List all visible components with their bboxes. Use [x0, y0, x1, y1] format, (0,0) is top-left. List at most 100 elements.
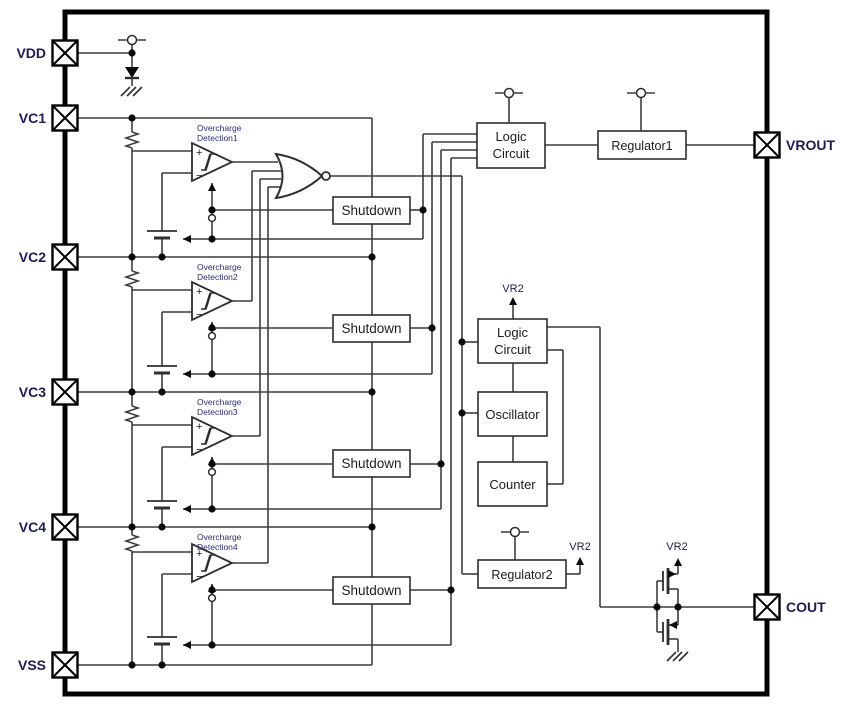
pin-terminal-frame [51, 243, 79, 271]
hysteresis-icon [204, 153, 211, 171]
vr2-net-label: VR2 [502, 283, 523, 295]
junction-dot [419, 206, 427, 214]
logic2-label: Logic [497, 325, 529, 340]
comparator-minus-sign: − [196, 170, 202, 182]
ground-icon [672, 651, 683, 662]
ic-outline [62, 9, 770, 697]
pin-terminal-frame [51, 378, 79, 406]
junction-dot [128, 49, 136, 57]
pin-label: VC3 [19, 384, 46, 400]
counter-block [477, 461, 548, 507]
ground-icon [126, 86, 137, 97]
junction-dot [653, 603, 661, 611]
regulator2-block [477, 559, 567, 589]
junction-dot [428, 324, 436, 332]
pin-terminal-x [51, 104, 79, 132]
regulator1-pad-icon [635, 87, 647, 99]
resistor-icon [123, 405, 141, 423]
shutdown-label: Shutdown [341, 321, 401, 336]
regulator1-label: Regulator1 [611, 139, 672, 153]
regulator2-pad-icon [509, 526, 521, 538]
arrowhead-icon [208, 183, 216, 191]
comparator-minus-sign: − [196, 444, 202, 456]
nor-gate-icon [274, 152, 324, 200]
detector-label: Detection2 [197, 272, 238, 282]
comparator-icon [191, 280, 235, 322]
junction-dot [158, 253, 166, 261]
detector-label: Overcharge [197, 262, 242, 272]
logic1-label: Circuit [493, 146, 530, 161]
junction-dot [128, 661, 136, 669]
pin-label: VC1 [19, 110, 46, 126]
inverter-bubble-icon [207, 213, 217, 223]
oscillator-label: Oscillator [485, 407, 540, 422]
shutdown-block [332, 314, 411, 343]
shutdown-label: Shutdown [341, 456, 401, 471]
junction-dot [458, 338, 466, 346]
arrowhead-icon [509, 297, 517, 305]
junction-dot [208, 586, 216, 594]
pin-terminal-frame [753, 131, 781, 159]
inverter-bubble-icon [207, 593, 217, 603]
comparator-icon [191, 542, 235, 584]
junction-dot [447, 586, 455, 594]
vr2-net-label: VR2 [666, 541, 687, 553]
pin-terminal-x [51, 39, 79, 67]
hysteresis-icon [201, 292, 216, 310]
junction-dot [437, 460, 445, 468]
hysteresis-icon [204, 427, 211, 445]
pin-label: VROUT [786, 137, 835, 153]
comparator-plus-sign: + [196, 286, 202, 298]
logic-circuit1-block [476, 122, 546, 169]
pin-terminal-frame [753, 593, 781, 621]
logic1-label: Logic [495, 129, 527, 144]
regulator1-block [597, 130, 687, 160]
hysteresis-icon [201, 554, 216, 572]
arrowhead-icon [668, 570, 676, 578]
logic-circuit2-block [477, 318, 548, 364]
arrowhead-icon [576, 557, 584, 565]
resistor-icon [123, 534, 141, 552]
arrowhead-icon [183, 505, 191, 513]
logic2-label: Circuit [494, 342, 531, 357]
resistor-icon [123, 131, 141, 149]
junction-dot [158, 388, 166, 396]
detector-label: Detection3 [197, 407, 238, 417]
pin-terminal-x [51, 651, 79, 679]
ground-icon [678, 651, 689, 662]
shutdown-block [332, 196, 411, 225]
junction-dot [208, 370, 216, 378]
arrowhead-icon [183, 235, 191, 243]
junction-dot [208, 460, 216, 468]
pin-terminal-frame [51, 104, 79, 132]
detector-label: Detection1 [197, 133, 238, 143]
ground-icon [132, 86, 143, 97]
logic1-pad-icon [503, 87, 515, 99]
junction-dot [128, 253, 136, 261]
hysteresis-icon [204, 554, 211, 572]
junction-dot [208, 206, 216, 214]
junction-dot [368, 253, 376, 261]
shutdown-block [332, 449, 411, 478]
pin-label: VSS [18, 657, 46, 673]
hysteresis-icon [204, 292, 211, 310]
pin-terminal-x [753, 131, 781, 159]
detector-label: Overcharge [197, 532, 242, 542]
junction-dot [158, 523, 166, 531]
counter-label: Counter [489, 477, 536, 492]
oscillator-block [477, 391, 548, 437]
nor-bubble-icon [321, 171, 331, 181]
comparator-icon [191, 415, 235, 457]
pin-label: COUT [786, 599, 826, 615]
junction-dot [208, 641, 216, 649]
shutdown-block [332, 576, 411, 605]
arrowhead-icon [183, 370, 191, 378]
junction-dot [458, 409, 466, 417]
comparator-plus-sign: + [196, 548, 202, 560]
arrowhead-icon [183, 641, 191, 649]
comparator-icon [191, 141, 235, 183]
junction-dot [158, 661, 166, 669]
pin-terminal-frame [51, 651, 79, 679]
arrowhead-icon [669, 621, 677, 629]
